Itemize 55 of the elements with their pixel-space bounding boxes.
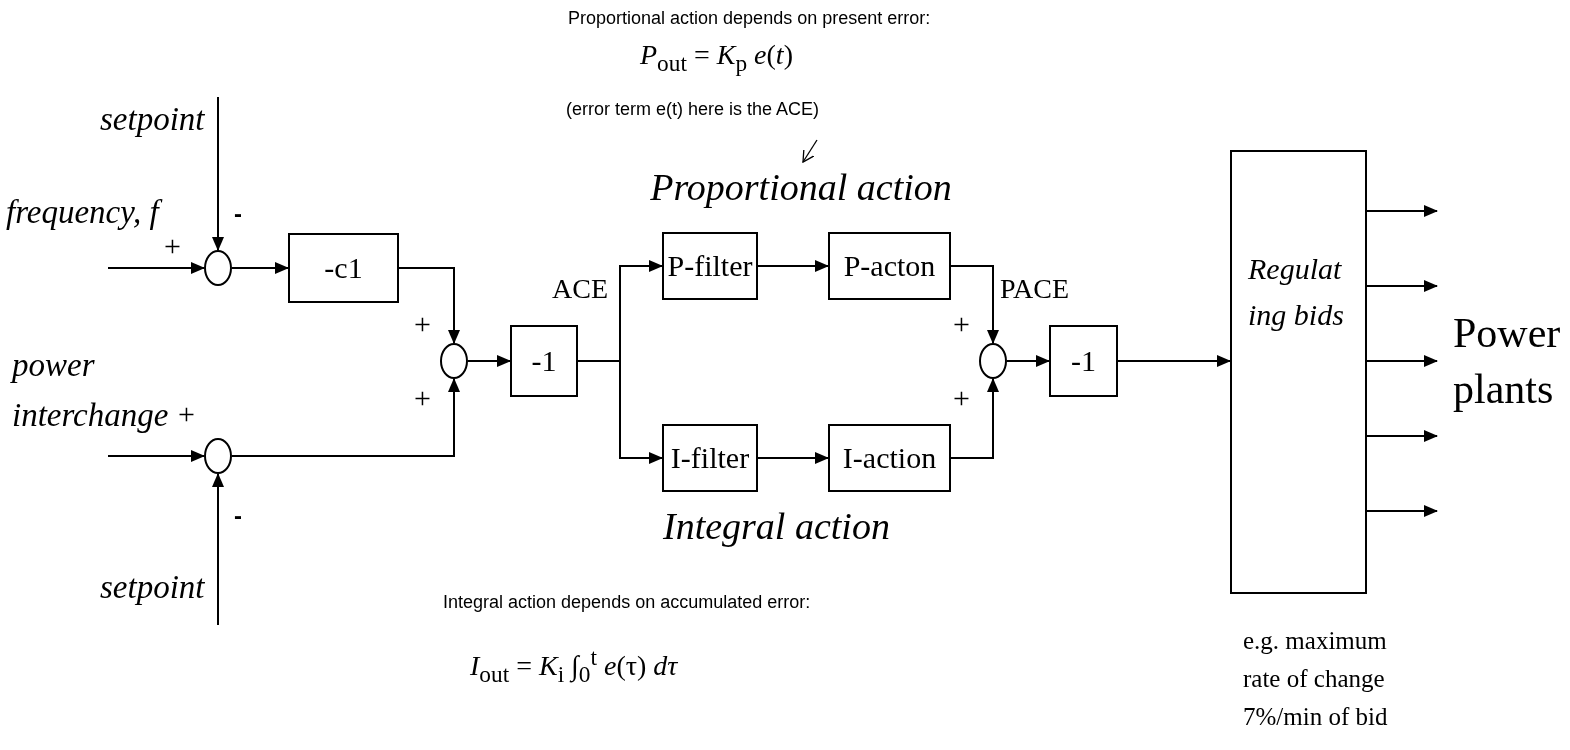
block-box: Regulat ing bids [1230,150,1367,594]
signal-label: PACE [1000,272,1069,306]
block-box: -1 [510,325,578,397]
arrow [1366,280,1438,292]
arrow [398,267,460,344]
summing-junction [440,343,468,379]
formula-text: I$_{out}$ = K$_{i}$ ∫$_{0}$$^{t}$ e(τ) dτ [470,644,678,689]
signal-label: power interchange [12,346,170,435]
arrow [231,262,289,274]
signal-label: setpoint [100,100,205,139]
sign-label: + [178,396,195,432]
arrow [212,473,224,626]
sign-label: + [953,306,970,342]
arrow [1366,430,1438,442]
pointer-arrow [802,139,818,163]
section-heading: Integral action [663,504,890,549]
summing-junction [204,250,232,286]
summing-junction [204,438,232,474]
annotation-text: Integral action depends on accumulated error: [443,592,811,614]
block-box: -c1 [288,233,399,303]
arrow [231,378,460,457]
sign-label: + [414,306,431,342]
arrow [1366,505,1438,517]
arrow [950,378,999,459]
arrow [212,96,224,251]
signal-label: ACE [552,272,608,306]
arrow [1366,205,1438,217]
formula-text: P$_{out}$ = K$_{p}$ e(t) [640,38,793,78]
note-text: (error term e(t) here is the ACE) [566,98,916,140]
sign-label: + [164,228,181,264]
block-box: P-filter [662,232,758,300]
sign-label: + [953,380,970,416]
block-box: I-action [828,424,951,492]
arrow [107,450,205,462]
arrow [1006,355,1050,367]
arrow [1366,355,1438,367]
arrow [1117,355,1231,367]
block-box: P-acton [828,232,951,300]
summing-junction [979,343,1007,379]
signal-label: setpoint [100,568,205,607]
output-label: Power plants [1437,276,1570,446]
arrow [757,452,829,464]
block-box: I-filter [662,424,758,492]
sign-label: - [234,200,242,229]
annotation-text: Proportional action depends on present error: [568,8,931,30]
note-text: e.g. maximum rate of change 7%/min of bid [1243,626,1389,732]
arrow [950,265,999,344]
arrow [107,262,205,274]
block-box: -1 [1049,325,1118,397]
arrow [577,360,663,464]
arrow [757,260,829,272]
section-heading: Proportional action [646,162,956,212]
sign-label: - [234,502,242,531]
sign-label: + [414,380,431,416]
arrow [467,355,511,367]
